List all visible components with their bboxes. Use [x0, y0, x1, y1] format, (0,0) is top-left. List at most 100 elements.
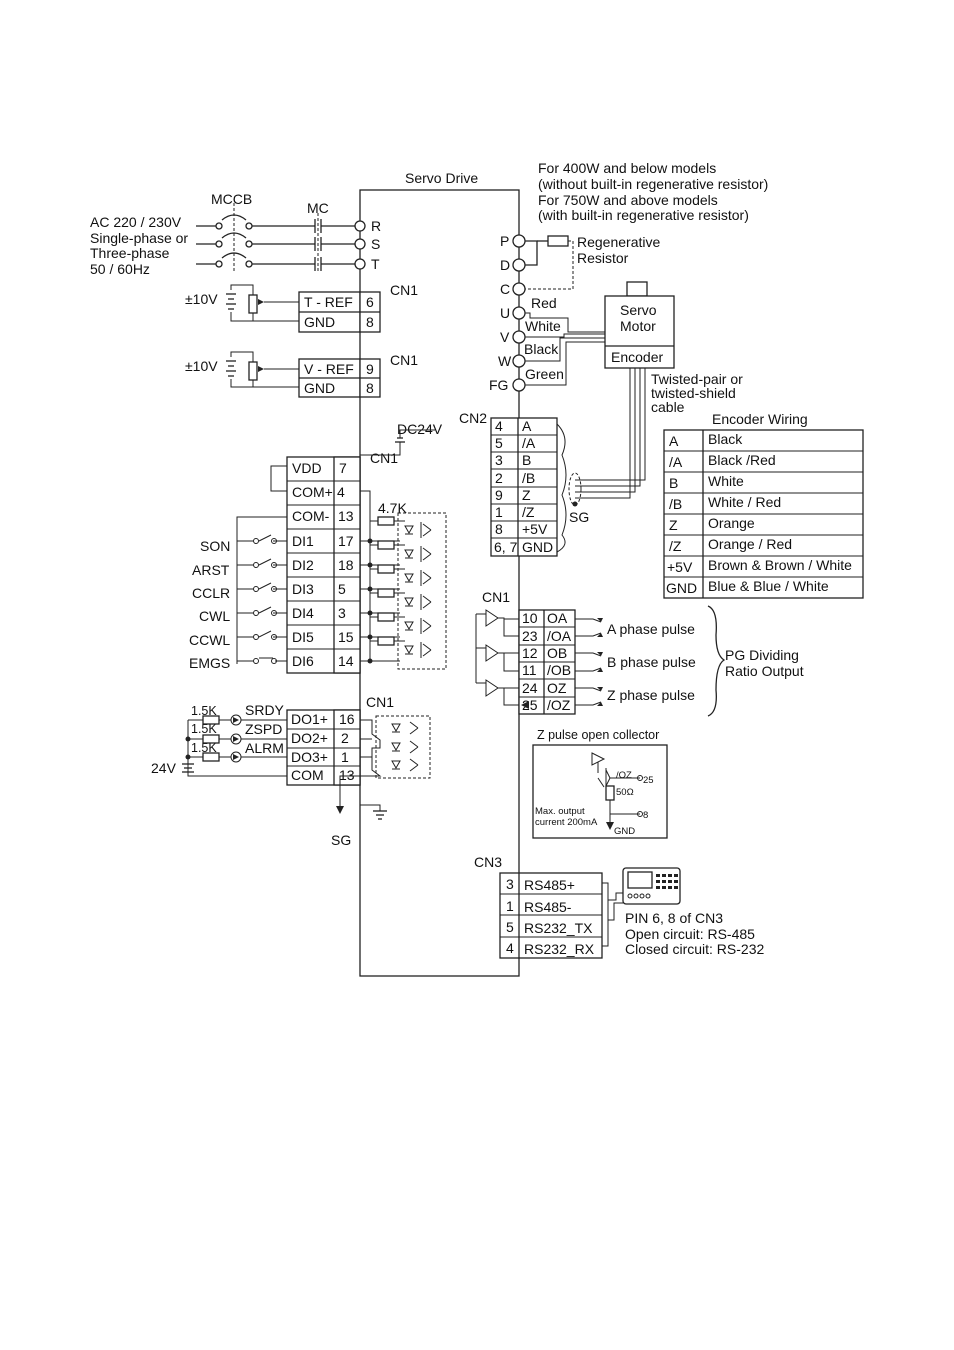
do-sg-label: SG	[331, 832, 351, 848]
motor-terminals: P D C U V W FG Regenerative Resistor Red…	[489, 233, 743, 499]
enc-color: Brown & Brown / White	[708, 557, 852, 573]
di-pin: 7	[339, 460, 347, 476]
enc-signal: /B	[669, 496, 682, 512]
switch-emgs: EMGS	[189, 655, 230, 671]
di-pin: 18	[338, 557, 354, 573]
mccb-label: MCCB	[211, 191, 252, 207]
regen-note-line2: (without built-in regenerative resistor)	[538, 176, 768, 192]
di-signal: COM-	[292, 508, 330, 524]
eo-cn1-label: CN1	[482, 589, 510, 605]
switch-arst: ARST	[192, 562, 230, 578]
cn3-note3: Closed circuit: RS-232	[625, 941, 764, 957]
do-signal: COM	[291, 767, 324, 783]
enc-signal: B	[669, 475, 678, 491]
terminal-t: T	[371, 256, 380, 272]
regen-note-line3: For 750W and above models	[538, 192, 718, 208]
do-res: 1.5K	[191, 722, 217, 736]
enc-signal: GND	[666, 580, 697, 596]
cn2-pin: 2	[495, 470, 503, 486]
do-signal: DO1+	[291, 711, 328, 727]
eo-signal: OZ	[547, 680, 567, 696]
analog-inputs: ±10V CN1 T - REF 6 GND 8 ±10V CN1 V - RE…	[185, 282, 418, 398]
encoder-wiring-title: Encoder Wiring	[712, 411, 808, 427]
mc-label: MC	[307, 200, 329, 216]
v-gnd-pin: 8	[366, 380, 374, 396]
z-ohm: 50Ω	[616, 787, 634, 798]
di-signal: DI5	[292, 629, 314, 645]
z-pin8: 8	[643, 810, 648, 821]
switch-son: SON	[200, 538, 230, 554]
di-pin: 3	[338, 605, 346, 621]
di-pin: 14	[338, 653, 354, 669]
enc-color: Black	[708, 431, 743, 447]
motor-pins: P D C U V W FG	[489, 233, 526, 393]
regen-label2: Resistor	[577, 250, 629, 266]
z-oz: /OZ	[616, 770, 632, 781]
pin-w: W	[498, 353, 512, 369]
servo-motor	[604, 295, 675, 369]
wire-green: Green	[525, 366, 564, 382]
output-optocouplers	[360, 719, 419, 777]
do-res: 1.5K	[191, 704, 217, 718]
do-load-zspd: ZSPD	[245, 721, 282, 737]
regen-note-line4: (with built-in regenerative resistor)	[538, 207, 749, 223]
input-switches	[237, 534, 287, 664]
power-lines	[196, 203, 356, 273]
cn2-connector: CN2 4 A 5 /A 3 B 2 /B 9 Z 1 /Z 8 +5V 6, …	[459, 410, 589, 557]
di-signal: DI2	[292, 557, 314, 573]
ac-line4: 50 / 60Hz	[90, 261, 150, 277]
di-cn1-label: CN1	[370, 450, 398, 466]
di-pin: 5	[338, 581, 346, 597]
cn3-note1: PIN 6, 8 of CN3	[625, 910, 723, 926]
switch-cclr: CCLR	[192, 585, 230, 601]
cn3-note2: Open circuit: RS-485	[625, 926, 755, 942]
cn2-signal: B	[522, 452, 531, 468]
rst-terminals: R S T	[354, 218, 381, 272]
z-pulse-open-collector: Z pulse open collector /OZ 25 50Ω 8 Max.…	[532, 728, 668, 839]
cn3-label: CN3	[474, 854, 502, 870]
z-pin25: 25	[643, 775, 654, 786]
di-signal: DI4	[292, 605, 314, 621]
cn3-pin: 4	[506, 940, 514, 956]
wire-red: Red	[531, 295, 557, 311]
do-pin: 1	[341, 749, 349, 765]
enc-color: Orange	[708, 515, 755, 531]
pg-line1: PG Dividing	[725, 647, 799, 663]
cn3-pin: 5	[506, 919, 514, 935]
di-signal: DI1	[292, 533, 314, 549]
cn3-signal: RS232_RX	[524, 941, 595, 957]
di-pin: 4	[337, 484, 345, 500]
wire-black: Black	[524, 341, 559, 357]
cn2-pin: 8	[495, 521, 503, 537]
do-volt-label: 24V	[151, 760, 177, 776]
cn2-pin: 9	[495, 487, 503, 503]
enc-color: Blue & Blue / White	[708, 578, 829, 594]
cable-line3: cable	[651, 399, 685, 415]
cable-line1: Twisted-pair or	[651, 371, 743, 387]
do-load-alrm: ALRM	[245, 740, 284, 756]
do-signal: DO3+	[291, 749, 328, 765]
regen-label1: Regenerative	[577, 234, 660, 250]
pin-u: U	[500, 305, 510, 321]
line-drivers	[475, 609, 529, 709]
cn2-sg-label: SG	[569, 509, 589, 525]
cn2-pin: 4	[495, 418, 503, 434]
z-pulse-title: Z pulse open collector	[537, 728, 659, 742]
switch-cwl: CWL	[199, 608, 230, 624]
terminal-r: R	[371, 218, 381, 234]
switch-ccwl: CCWL	[189, 632, 230, 648]
di-pin: 13	[338, 508, 354, 524]
cn2-signal: /Z	[522, 504, 535, 520]
di-pin: 17	[338, 533, 354, 549]
v-ref-pin: 9	[366, 361, 374, 377]
ac-line2: Single-phase or	[90, 230, 188, 246]
servo-drive-title: Servo Drive	[405, 170, 478, 186]
output-loads	[182, 714, 287, 777]
do-pin: 13	[339, 767, 355, 783]
di-signal: COM+	[292, 484, 333, 500]
do-pin: 2	[341, 730, 349, 746]
pulse-arrows	[575, 618, 603, 706]
pulse-b: B phase pulse	[607, 654, 696, 670]
eo-signal: /OA	[547, 628, 572, 644]
